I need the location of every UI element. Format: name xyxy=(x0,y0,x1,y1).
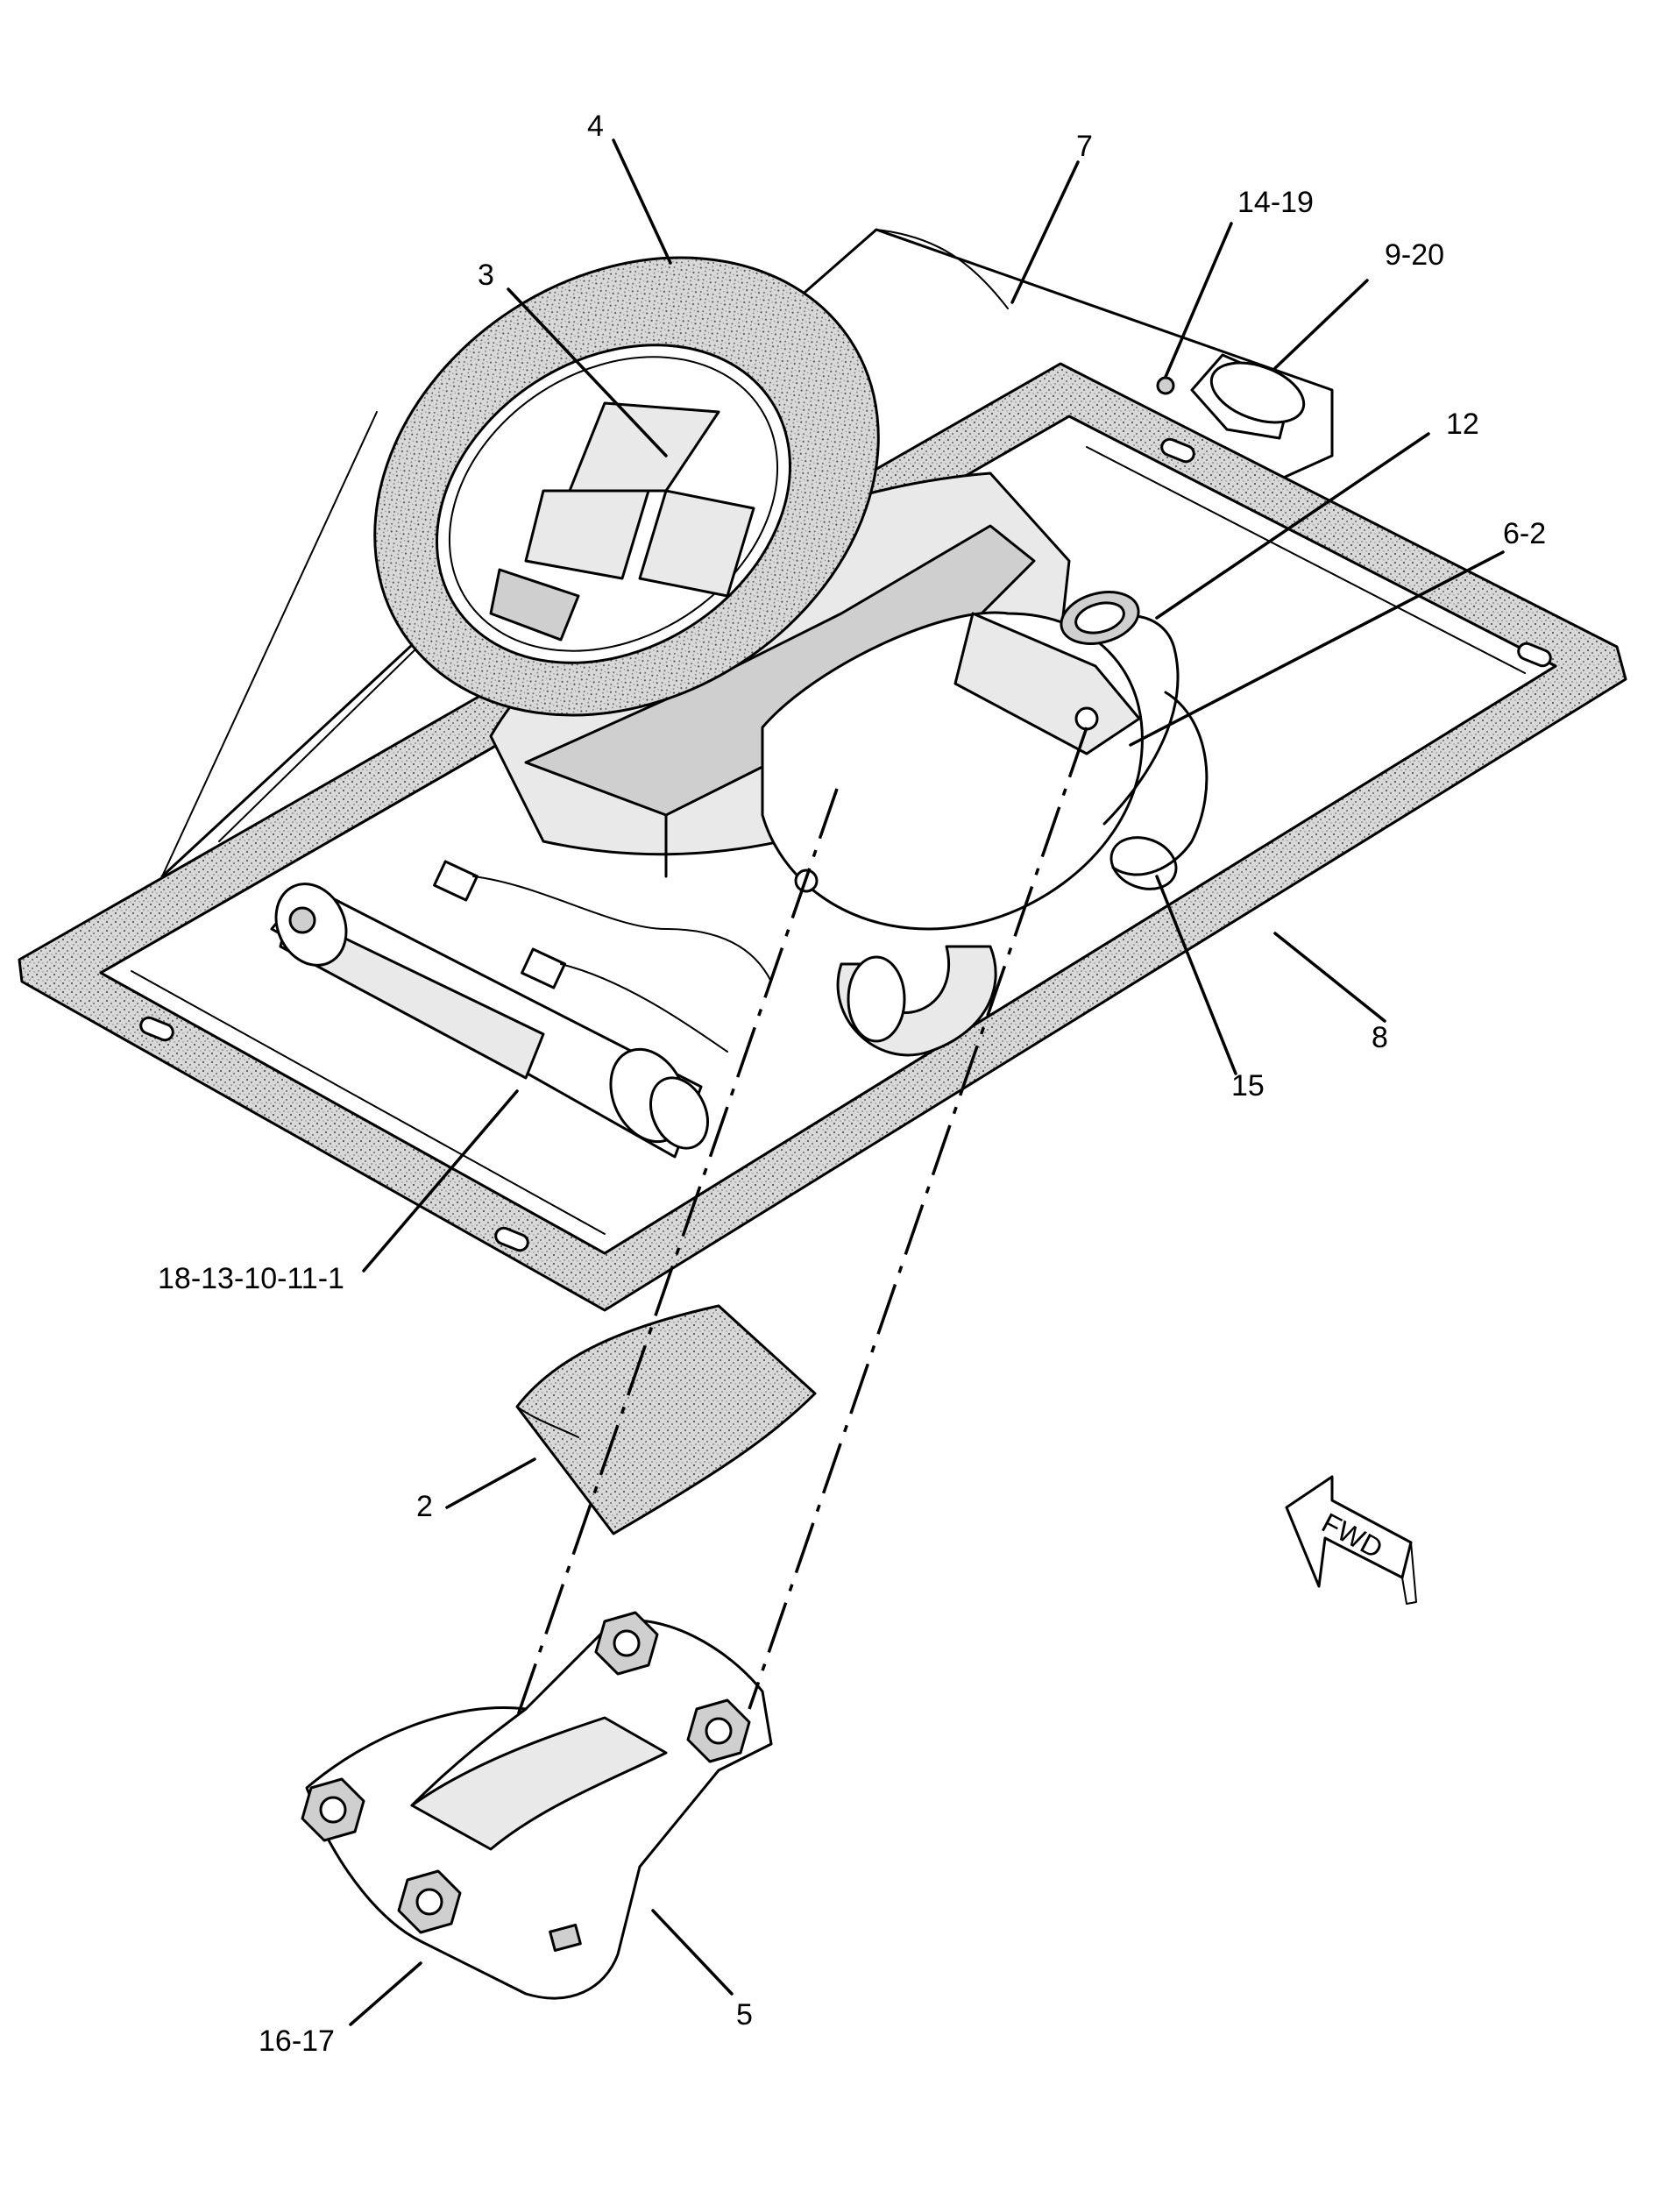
callout-2: 2 xyxy=(416,1490,433,1523)
assembly-line xyxy=(748,727,1088,1710)
callout-5: 5 xyxy=(736,1998,753,2031)
callout-8: 8 xyxy=(1372,1021,1388,1054)
frame-slot xyxy=(139,1016,174,1042)
callout-9-20: 9-20 xyxy=(1385,238,1444,272)
callout-3: 3 xyxy=(478,259,494,292)
callout-18-13-10-11-1: 18-13-10-11-1 xyxy=(158,1262,344,1295)
fan-blades xyxy=(489,401,755,642)
fwd-label: FWD xyxy=(1317,1507,1388,1564)
foam-pad xyxy=(515,1304,817,1535)
clamp-bracket xyxy=(301,1611,773,2000)
capacitor-assembly xyxy=(270,860,772,1159)
hose xyxy=(836,945,997,1057)
clamp-tab xyxy=(549,1923,582,1953)
connector-fitting xyxy=(1190,353,1306,440)
leader-lines xyxy=(349,138,1505,2026)
frame-slot xyxy=(494,1226,529,1252)
callout-16-17: 16-17 xyxy=(259,2024,335,2058)
fwd-direction-arrow: FWD xyxy=(1285,1475,1417,1605)
callout-12: 12 xyxy=(1446,408,1479,441)
callout-7: 7 xyxy=(1076,130,1093,163)
callout-15: 15 xyxy=(1231,1069,1265,1103)
fan-assembly xyxy=(373,256,1071,878)
hex-bolt xyxy=(686,1698,751,1763)
callout-6-2: 6-2 xyxy=(1503,517,1546,550)
assembly-line xyxy=(515,788,839,1719)
mounting-hole xyxy=(1074,706,1099,731)
tubing xyxy=(1060,591,1209,876)
o-ring xyxy=(1109,836,1178,890)
hex-bolt xyxy=(301,1777,365,1842)
frame-slot xyxy=(1517,642,1552,668)
motor-body xyxy=(761,611,1144,931)
callout-14-19: 14-19 xyxy=(1237,186,1314,219)
frame-slot xyxy=(1160,437,1195,464)
hex-bolt xyxy=(594,1611,659,1676)
screw xyxy=(1156,376,1175,395)
hex-bolt xyxy=(397,1869,462,1934)
callout-4: 4 xyxy=(587,110,604,143)
